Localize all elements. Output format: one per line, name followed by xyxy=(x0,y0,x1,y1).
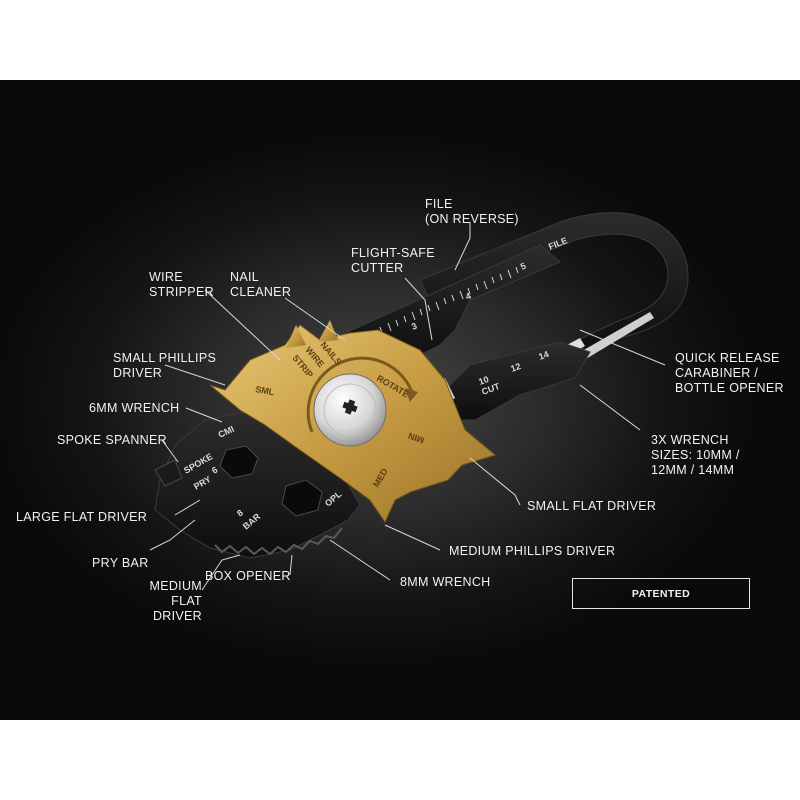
callout-spoke-spanner: SPOKE SPANNER xyxy=(57,433,167,447)
callout-3x-wrench: 3X WRENCH SIZES: 10MM / 12MM / 14MM xyxy=(651,433,740,477)
callout-wire-stripper: WIRE STRIPPER xyxy=(149,270,214,299)
svg-text:5: 5 xyxy=(519,261,527,272)
callout-small-phillips-driver: SMALL PHILLIPS DRIVER xyxy=(113,351,217,380)
patented-badge: PATENTED xyxy=(572,578,750,609)
leader-lines xyxy=(149,222,666,591)
callout-pry-bar: PRY BAR xyxy=(92,556,149,570)
svg-text:SML: SML xyxy=(255,384,276,397)
callout-medium-flat-driver: MEDIUM FLAT DRIVER xyxy=(149,579,202,623)
callout-box-opener: BOX OPENER xyxy=(205,569,291,583)
product-photo-panel: FILE 3 4 5 10 12 14 CUT SPOKE PRY 6 CMI … xyxy=(0,80,800,720)
svg-text:8: 8 xyxy=(235,508,245,519)
svg-text:6: 6 xyxy=(210,465,219,476)
svg-text:4: 4 xyxy=(464,291,472,302)
callout-medium-phillips-driver: MEDIUM PHILLIPS DRIVER xyxy=(449,544,616,558)
svg-text:12: 12 xyxy=(509,361,522,374)
callout-nail-cleaner: NAIL CLEANER xyxy=(230,270,292,299)
callout-small-flat-driver: SMALL FLAT DRIVER xyxy=(527,499,657,513)
multitool-illustration: FILE 3 4 5 10 12 14 CUT SPOKE PRY 6 CMI … xyxy=(149,212,689,591)
callout-flight-safe-cutter: FLIGHT-SAFE CUTTER xyxy=(351,246,435,275)
svg-text:3: 3 xyxy=(410,321,418,332)
wrench-arm xyxy=(439,341,591,421)
callout-file: FILE (ON REVERSE) xyxy=(425,197,519,226)
svg-text:10: 10 xyxy=(477,374,490,387)
svg-text:14: 14 xyxy=(537,349,550,362)
callout-quick-release-carabiner: QUICK RELEASE CARABINER / BOTTLE OPENER xyxy=(675,351,784,395)
callout-8mm-wrench: 8MM WRENCH xyxy=(400,575,491,589)
callout-large-flat-driver: LARGE FLAT DRIVER xyxy=(16,510,148,524)
callout-6mm-wrench: 6MM WRENCH xyxy=(89,401,180,415)
